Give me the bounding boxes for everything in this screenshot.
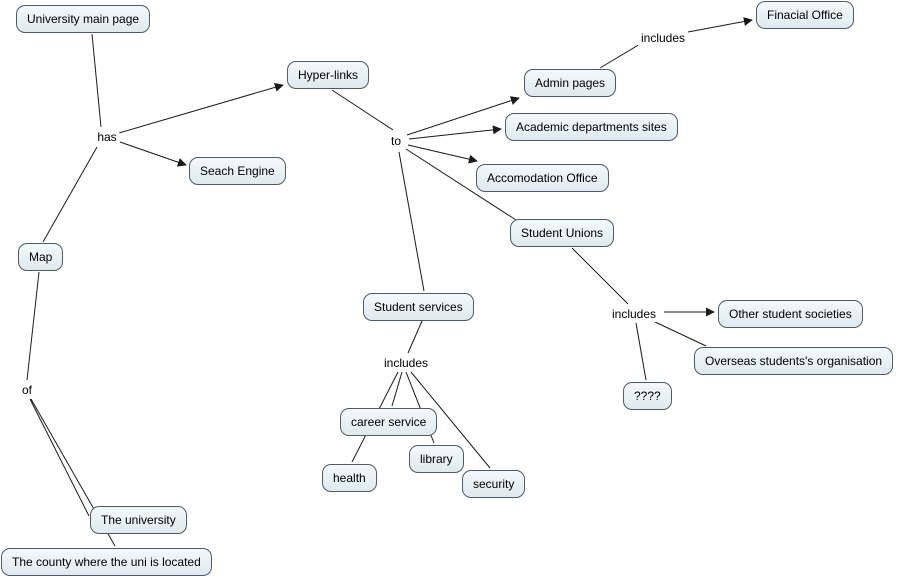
node-student-unions[interactable]: Student Unions xyxy=(510,219,615,247)
link-label-includes-unions[interactable]: includes xyxy=(608,306,660,322)
edge-map-has xyxy=(42,146,98,243)
link-label-of[interactable]: of xyxy=(18,382,36,398)
node-other-student-societies[interactable]: Other student societies xyxy=(718,300,863,328)
edge-map-of xyxy=(26,271,40,381)
edge-unions-includes xyxy=(571,247,629,305)
node-overseas-students-organisation[interactable]: Overseas students's organisation xyxy=(694,347,894,375)
node-accomodation-office[interactable]: Accomodation Office xyxy=(476,164,609,192)
node-seach-engine[interactable]: Seach Engine xyxy=(189,157,286,185)
edge-includes-finacial xyxy=(687,17,753,33)
edge-includes-overseas xyxy=(652,320,707,347)
node-hyper-links[interactable]: Hyper-links xyxy=(287,61,370,89)
node-map[interactable]: Map xyxy=(18,243,64,271)
edge-of-university xyxy=(29,398,90,517)
node-the-county[interactable]: The county where the uni is located xyxy=(1,548,212,576)
edge-mainpage-has xyxy=(91,33,102,128)
edge-hyperlinks-to xyxy=(331,89,394,131)
link-label-has[interactable]: has xyxy=(94,129,120,145)
node-finacial-office[interactable]: Finacial Office xyxy=(756,1,854,29)
link-label-to[interactable]: to xyxy=(387,133,405,149)
node-health[interactable]: health xyxy=(322,464,377,492)
link-label-includes-services[interactable]: includes xyxy=(380,355,432,371)
node-career-service[interactable]: career service xyxy=(340,408,438,436)
edge-includes-career xyxy=(391,371,403,407)
edge-has-hyperlinks xyxy=(118,82,284,134)
node-security[interactable]: security xyxy=(462,470,526,498)
edge-to-studentservices xyxy=(398,151,425,292)
edge-adminpages-includes xyxy=(599,43,641,69)
node-student-services[interactable]: Student services xyxy=(363,293,474,321)
edge-services-includes xyxy=(407,320,423,354)
edge-to-accomodation xyxy=(407,144,478,164)
edge-to-academic xyxy=(408,125,502,140)
node-unknown[interactable]: ???? xyxy=(623,382,672,410)
link-label-includes-financial[interactable]: includes xyxy=(637,30,689,46)
node-university-main-page[interactable]: University main page xyxy=(16,5,151,33)
edge-to-studentunions xyxy=(405,148,517,221)
edge-has-searchengine xyxy=(119,141,187,167)
edge-to-adminpages xyxy=(406,96,520,136)
node-library[interactable]: library xyxy=(409,445,464,473)
node-academic-departments-sites[interactable]: Academic departments sites xyxy=(505,113,678,141)
node-the-university[interactable]: The university xyxy=(90,506,187,534)
node-admin-pages[interactable]: Admin pages xyxy=(524,69,617,97)
edge-includes-unknown xyxy=(635,322,647,381)
edge-includes-security xyxy=(410,371,491,469)
